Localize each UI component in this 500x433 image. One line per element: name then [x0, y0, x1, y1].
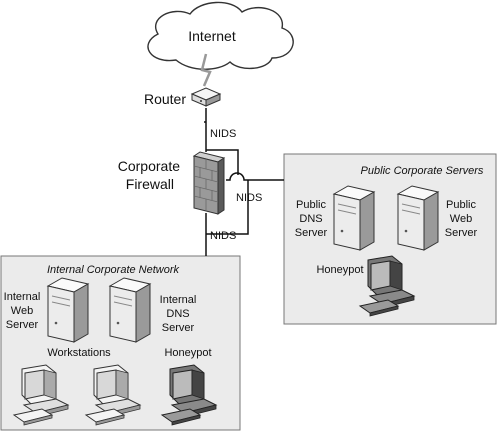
internal-honeypot-label: Honeypot	[164, 347, 211, 359]
nids-label-middle: NIDS	[236, 192, 262, 204]
router-label: Router	[144, 91, 186, 107]
firewall-icon	[192, 151, 226, 215]
public-web-server-icon	[397, 185, 439, 251]
internal-web-line3: Server	[6, 319, 39, 331]
public-web-line1: Public	[446, 199, 476, 211]
nids-label-bottom: NIDS	[210, 230, 236, 242]
internal-web-line1: Internal	[4, 291, 41, 303]
internal-dns-line2: DNS	[166, 308, 189, 320]
public-dns-line1: Public	[296, 199, 326, 211]
firewall-label-line1: Corporate	[118, 158, 180, 174]
public-dns-server-icon	[333, 185, 375, 251]
internal-web-line2: Web	[11, 305, 33, 317]
public-dns-line2: DNS	[299, 213, 322, 225]
public-web-line3: Server	[445, 227, 478, 239]
internet-cloud: Internet	[147, 1, 294, 70]
internet-label: Internet	[188, 28, 236, 44]
connection-lines	[204, 108, 284, 256]
public-zone-title: Public Corporate Servers	[361, 165, 484, 177]
firewall-label-line2: Firewall	[126, 176, 174, 192]
public-dns-line3: Server	[295, 227, 328, 239]
public-web-line2: Web	[450, 213, 472, 225]
internal-dns-line1: Internal	[160, 294, 197, 306]
internal-dns-line3: Server	[162, 322, 195, 334]
internal-web-server-icon	[47, 277, 89, 343]
workstations-label: Workstations	[47, 347, 111, 359]
public-honeypot-label: Honeypot	[316, 264, 363, 276]
nids-label-top: NIDS	[210, 128, 236, 140]
router-icon	[190, 87, 222, 107]
wan-link-icon	[200, 53, 212, 87]
internal-zone-title: Internal Corporate Network	[47, 264, 180, 276]
internal-dns-server-icon	[109, 277, 151, 343]
